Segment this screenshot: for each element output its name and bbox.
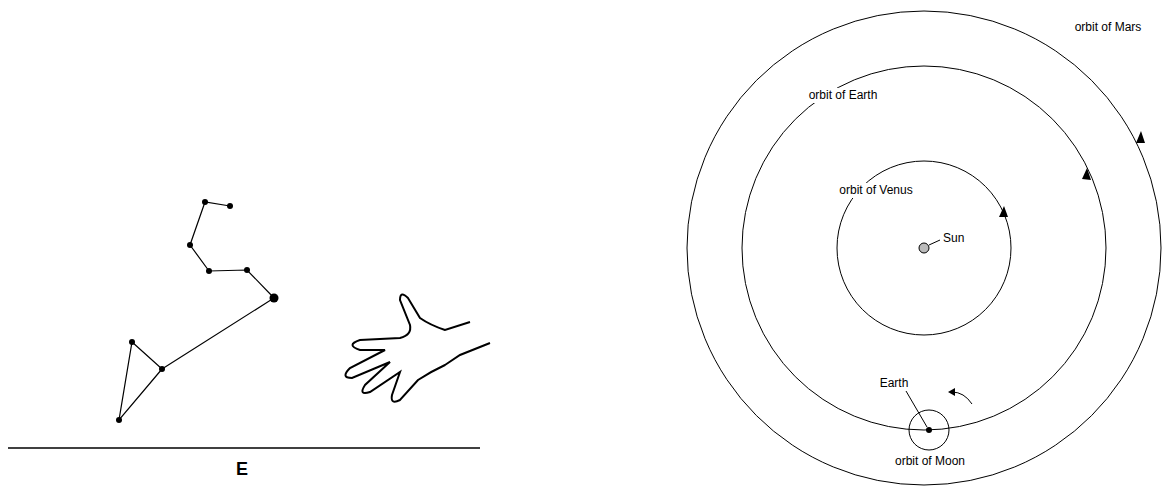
orbit-label: orbit of Venus	[838, 183, 913, 198]
sun-leader	[929, 240, 940, 245]
direction-letter: E	[235, 459, 249, 480]
hand-outline	[345, 294, 490, 401]
horizon-line	[8, 447, 480, 449]
orbit-label: orbit of Earth	[808, 88, 879, 103]
moon-arrowhead	[948, 388, 955, 396]
orbit-label: orbit of Moon	[894, 454, 966, 469]
stars	[116, 199, 279, 423]
orbit-label: orbit of Mars	[1074, 20, 1143, 35]
earth-leader	[906, 391, 927, 427]
orbits	[687, 11, 1161, 485]
earth-dot	[926, 427, 932, 433]
body-label: Sun	[942, 231, 965, 246]
sun-symbol	[919, 243, 929, 253]
constellation-lines	[119, 202, 274, 420]
orbit-arrows	[999, 131, 1145, 217]
body-label: Earth	[879, 376, 910, 391]
